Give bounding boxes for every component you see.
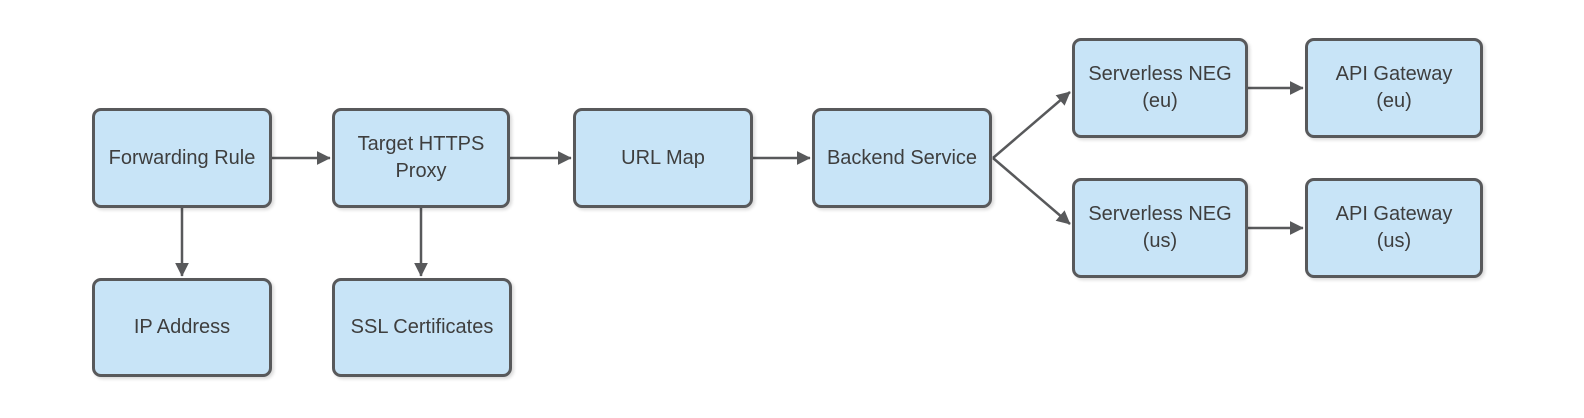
node-label: Serverless NEG [1088, 63, 1232, 85]
node-label: Serverless NEG [1088, 203, 1232, 225]
node-backend-service: Backend Service [812, 108, 992, 208]
node-target-https-proxy: Target HTTPS Proxy [332, 108, 510, 208]
connector-backend-service-to-serverless-neg-eu [992, 91, 1071, 159]
node-label: (us) [1142, 230, 1178, 252]
node-label: Proxy [395, 160, 447, 182]
node-ssl-certificates: SSL Certificates [332, 278, 512, 377]
node-label: API Gateway [1335, 63, 1453, 85]
node-label: (us) [1376, 230, 1412, 252]
node-url-map: URL Map [573, 108, 753, 208]
node-label: API Gateway [1335, 203, 1453, 225]
node-label: Forwarding Rule [108, 146, 256, 169]
node-label: Target HTTPS [357, 133, 485, 155]
node-api-gateway-eu: API Gateway (eu) [1305, 38, 1483, 138]
connector-backend-service-to-serverless-neg-us [992, 157, 1071, 225]
node-serverless-neg-us: Serverless NEG (us) [1072, 178, 1248, 278]
node-label: SSL Certificates [350, 316, 494, 338]
node-label: URL Map [621, 146, 705, 169]
node-ip-address: IP Address [92, 278, 272, 377]
node-label: (eu) [1142, 90, 1178, 112]
node-label: Backend Service [826, 146, 978, 169]
node-label: (eu) [1376, 90, 1412, 112]
node-serverless-neg-eu: Serverless NEG (eu) [1072, 38, 1248, 138]
node-label: IP Address [133, 316, 231, 338]
node-api-gateway-us: API Gateway (us) [1305, 178, 1483, 278]
node-forwarding-rule: Forwarding Rule [92, 108, 272, 208]
